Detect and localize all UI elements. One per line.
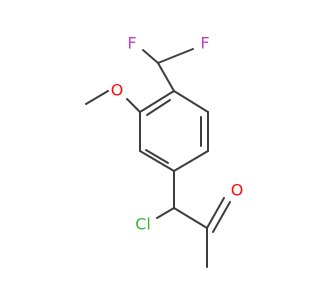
bond-o-methyl	[85, 90, 109, 105]
ring-inner-bond-b	[145, 149, 169, 164]
bond-ring-o-methoxy	[126, 98, 141, 113]
bond-carbonyl-o-1	[206, 197, 225, 229]
chemical-structure-drawing: F F O Cl O	[85, 34, 244, 268]
bond-c-cl	[156, 207, 175, 219]
atom-fluorine-right: F	[200, 34, 209, 53]
bond-chf2-ring	[157, 62, 175, 92]
atom-label-group: F F O Cl O	[111, 34, 244, 234]
ring-bond-3	[173, 150, 209, 172]
bond-group	[85, 48, 231, 268]
atom-oxygen-methoxy: O	[111, 81, 124, 100]
atom-oxygen-carbonyl: O	[231, 181, 244, 200]
ring-bond-6	[139, 90, 175, 113]
atom-fluorine-left: F	[127, 34, 136, 53]
ring-inner-bond-c	[146, 99, 171, 116]
ring-bond-1	[173, 90, 209, 113]
ring-bond-4	[139, 150, 175, 172]
bond-c-carbonyl	[173, 207, 208, 229]
atom-chlorine: Cl	[135, 215, 151, 234]
bond-chf2-f-left	[142, 49, 159, 64]
bond-carbonyl-o-2	[212, 201, 231, 233]
structure-canvas: F F O Cl O	[85, 33, 244, 268]
bond-chf2-f-right	[157, 48, 194, 64]
